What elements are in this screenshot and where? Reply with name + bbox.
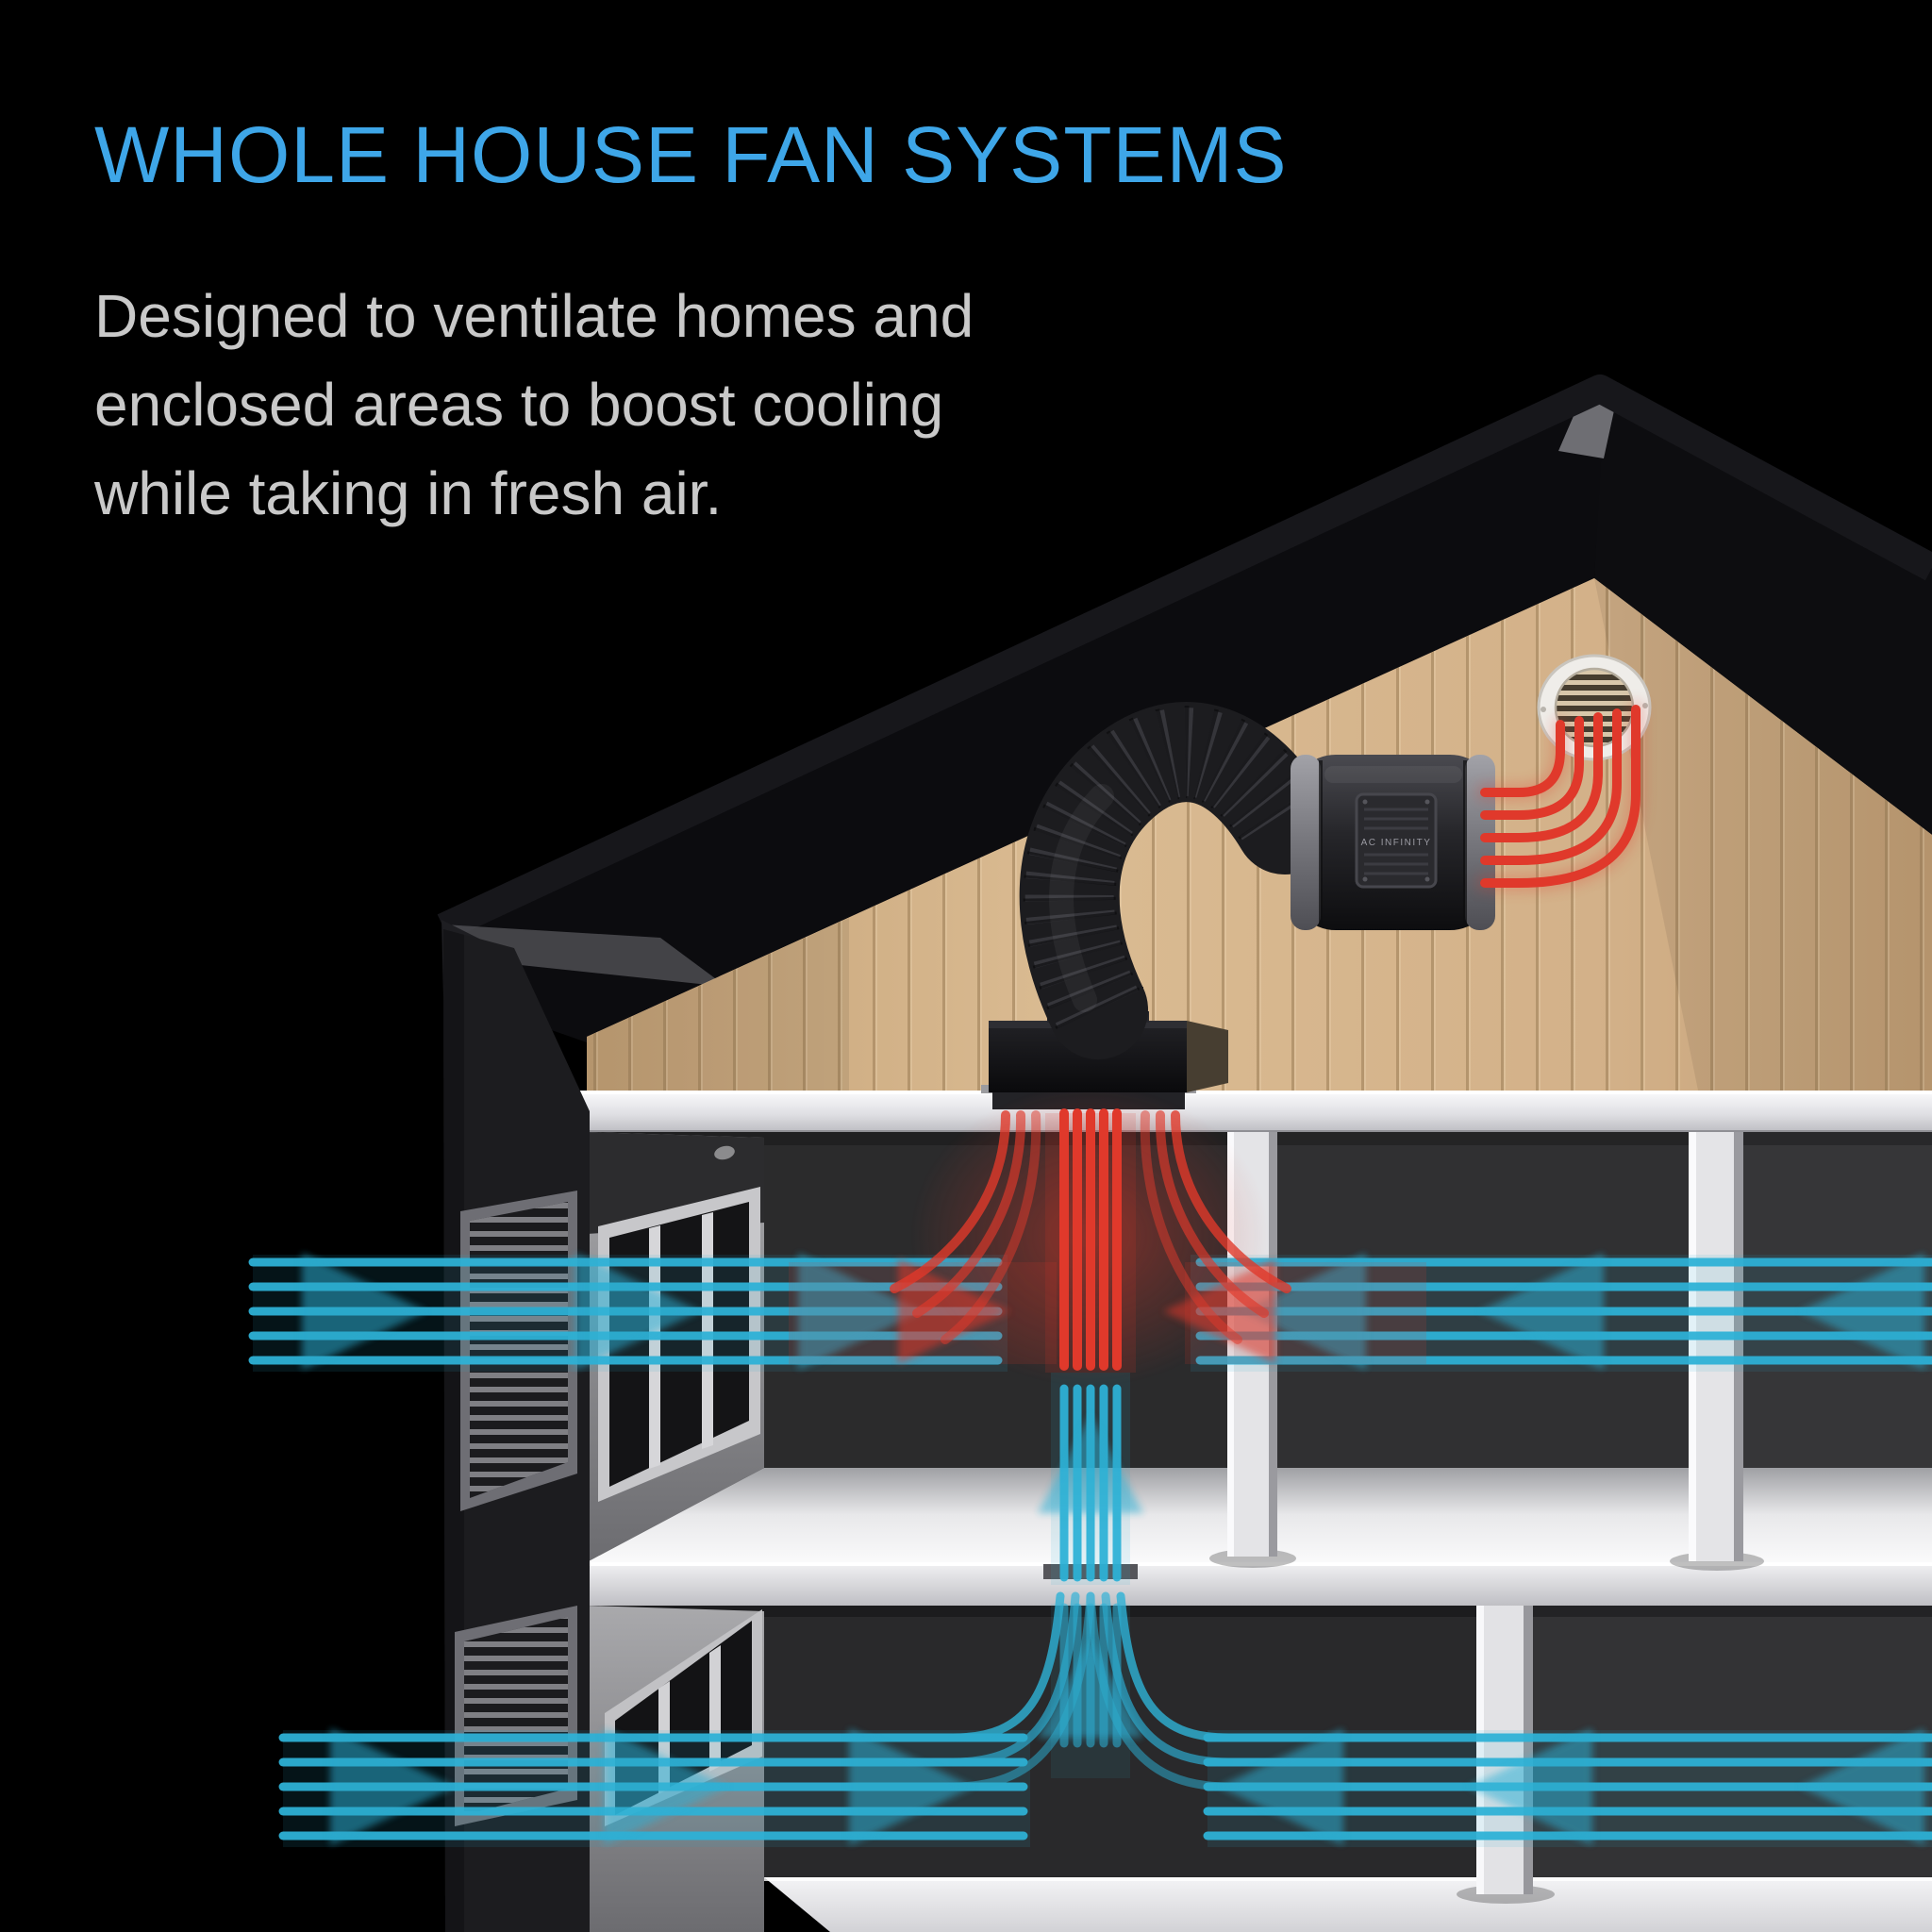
ground-floor-surface bbox=[764, 1877, 1932, 1932]
page-title: WHOLE HOUSE FAN SYSTEMS bbox=[94, 110, 1288, 199]
attic-floor bbox=[570, 1085, 1932, 1134]
roof-right-slope bbox=[1594, 385, 1932, 840]
intake-converge-1f bbox=[948, 1591, 1233, 1791]
inline-duct-fan: AC INFINITY bbox=[1291, 755, 1495, 930]
interior-wall-column bbox=[1670, 1132, 1764, 1571]
description-line: enclosed areas to boost cooling bbox=[94, 371, 944, 440]
floor-slab bbox=[587, 1562, 1932, 1606]
roof bbox=[437, 375, 1932, 1091]
vent-screw bbox=[1541, 707, 1546, 712]
exhaust-fountain bbox=[789, 1085, 1426, 1387]
left-wall-edge bbox=[443, 929, 590, 1932]
exhaust-to-vent bbox=[1476, 701, 1644, 891]
second-floor-window-shutter bbox=[460, 1191, 577, 1511]
fan-brand-label: AC INFINITY bbox=[1361, 838, 1432, 848]
page-description: Designed to ventilate homes and enclosed… bbox=[94, 272, 974, 538]
intake-airflow bbox=[248, 1253, 1932, 1847]
interior-wall-column bbox=[1457, 1606, 1555, 1904]
wall-logo bbox=[714, 1145, 735, 1160]
roof-left-slope bbox=[443, 379, 1606, 1091]
flexible-duct bbox=[1019, 702, 1335, 1059]
roof-ridge-cap bbox=[437, 375, 1932, 941]
description-line: while taking in fresh air. bbox=[94, 459, 723, 528]
fan-control-panel: AC INFINITY bbox=[1355, 792, 1438, 889]
eave-soffit bbox=[443, 924, 726, 987]
description-line: Designed to ventilate homes and bbox=[94, 282, 974, 350]
